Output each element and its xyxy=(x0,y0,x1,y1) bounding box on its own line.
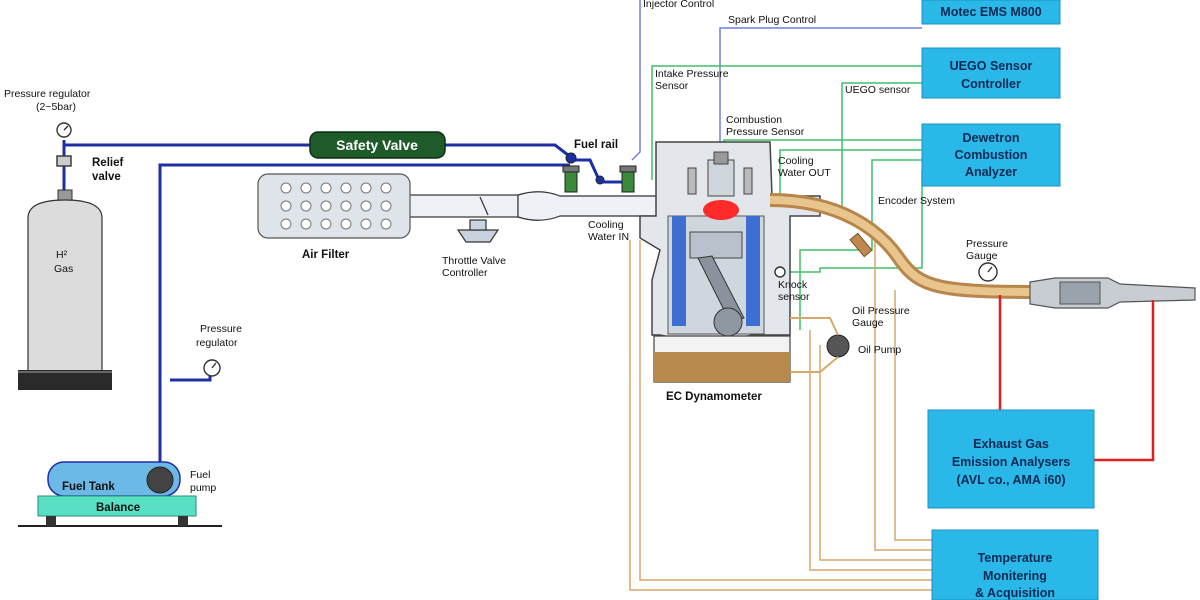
throttle-valve-label-2: Controller xyxy=(442,267,488,279)
uego-controller-box xyxy=(921,47,1061,99)
balance-label: Balance xyxy=(96,502,140,514)
injector-control-label: Injector Control xyxy=(643,0,714,10)
h2-gas-cylinder xyxy=(18,189,112,390)
relief-valve-label-2: valve xyxy=(92,171,121,183)
exhaust-analyser-box xyxy=(927,409,1095,509)
temp-label-3: & Acquisition xyxy=(975,586,1055,600)
catalytic-converter xyxy=(1029,277,1196,309)
fuel-rail-label: Fuel rail xyxy=(574,139,618,151)
throttle-valve-label-1: Throttle Valve xyxy=(442,255,506,267)
exhaust-label-1: Exhaust Gas xyxy=(973,437,1049,451)
dewetron-box xyxy=(921,123,1061,187)
spark-plug-control-label: Spark Plug Control xyxy=(728,14,816,26)
pressure-regulator-top-label-2: (2~5bar) xyxy=(36,101,76,113)
instrument-boxes xyxy=(921,0,1099,600)
injectors xyxy=(562,152,637,193)
cooling-in-label-2: Water IN xyxy=(588,231,629,243)
safety-valve-label: Safety Valve xyxy=(336,137,418,153)
dewetron-label-2: Combustion xyxy=(955,148,1028,162)
combustion-pressure-label-1: Combustion xyxy=(726,114,782,126)
motec-box xyxy=(921,0,1061,25)
knock-sensor-wire xyxy=(780,170,923,273)
h2-label-1: H² xyxy=(56,249,68,261)
uego-sensor-label: UEGO sensor xyxy=(845,84,911,96)
exhaust-label-3: (AVL co., AMA i60) xyxy=(956,473,1065,487)
throttle-valve xyxy=(456,196,500,243)
pressure-regulator-low-label-2: regulator xyxy=(196,337,238,349)
intake-manifold xyxy=(407,191,661,221)
oil-sump xyxy=(653,317,850,383)
ec-dynamometer-label: EC Dynamometer xyxy=(666,391,762,403)
gauges xyxy=(56,122,998,377)
air-filter-label: Air Filter xyxy=(302,249,350,261)
tank-return-line xyxy=(158,163,570,480)
fuel-lines xyxy=(62,140,628,480)
component-labels: Injector Control Spark Plug Control Inta… xyxy=(4,0,1008,514)
cooling-out-label-1: Cooling xyxy=(778,155,814,167)
uego-sensor-wire xyxy=(841,82,922,220)
exhaust-label-2: Emission Analysers xyxy=(952,455,1070,469)
combustion-pressure-label-2: Pressure Sensor xyxy=(726,126,805,138)
relief-valve-icon xyxy=(56,155,72,167)
pressure-gauge-label-2: Gauge xyxy=(966,250,998,262)
temp-label-2: Monitering xyxy=(983,569,1047,583)
fuel-rail-line xyxy=(568,158,628,184)
balance-platform xyxy=(37,495,197,517)
uego-label-1: UEGO Sensor xyxy=(950,59,1033,73)
fuel-pump-label-2: pump xyxy=(190,482,216,494)
air-filter xyxy=(257,173,411,239)
injector-control-wire xyxy=(631,0,641,161)
relief-valve-label-1: Relief xyxy=(92,157,123,169)
fuel-tank-assembly xyxy=(18,461,222,527)
exhaust-pipe xyxy=(769,193,1041,299)
pressure-gauge-label-1: Pressure xyxy=(966,238,1008,250)
intake-pressure-label-2: Sensor xyxy=(655,80,689,92)
cooling-in-label-1: Cooling xyxy=(588,219,624,231)
oil-pump-label: Oil Pump xyxy=(858,344,901,356)
fuel-pump-label-1: Fuel xyxy=(190,469,210,481)
motec-label: Motec EMS M800 xyxy=(940,5,1041,19)
engine-block xyxy=(639,141,821,346)
pressure-regulator-top-label-1: Pressure regulator xyxy=(4,88,91,100)
temperature-box xyxy=(931,529,1099,600)
temp-label-1: Temperature xyxy=(978,551,1053,565)
dewetron-label-3: Analyzer xyxy=(965,165,1017,179)
uego-label-2: Controller xyxy=(961,77,1021,91)
knock-sensor-label-1: Knock xyxy=(778,279,808,291)
knock-sensor-label-2: sensor xyxy=(778,291,810,303)
encoder-system-label: Encoder System xyxy=(878,195,955,207)
oil-pressure-label-2: Gauge xyxy=(852,317,884,329)
safety-valve: Safety Valve xyxy=(309,131,446,159)
intake-pressure-label-1: Intake Pressure xyxy=(655,68,729,80)
h2-label-2: Gas xyxy=(54,263,73,275)
instrument-box-text: Motec EMS M800 UEGO Sensor Controller De… xyxy=(940,5,1070,600)
dewetron-label-1: Dewetron xyxy=(963,131,1020,145)
pressure-regulator-low-label-1: Pressure xyxy=(200,323,242,335)
cooling-out-label-2: Water OUT xyxy=(778,167,831,179)
fuel-tank-label: Fuel Tank xyxy=(62,481,115,493)
oil-pressure-label-1: Oil Pressure xyxy=(852,305,910,317)
temperature-harness xyxy=(629,240,932,591)
intake-pressure-wire xyxy=(651,65,922,180)
knock-sensor-icon xyxy=(774,266,786,278)
spark-plug-control-wire xyxy=(719,27,922,165)
